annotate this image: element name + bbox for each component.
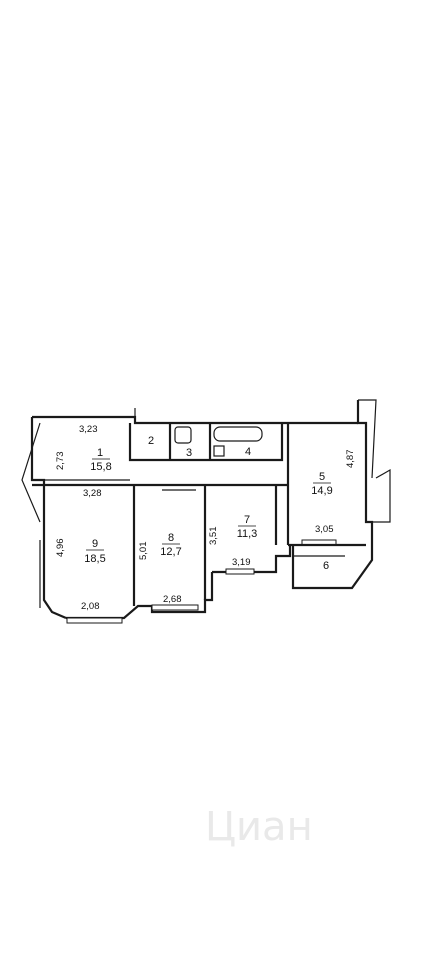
room-7-number: 7: [244, 514, 250, 526]
room-9-number: 9: [92, 538, 98, 550]
wall-wc-block: [128, 423, 284, 462]
room-5-area: 14,9: [311, 485, 332, 497]
watermark-text: Циан: [205, 804, 313, 850]
dim-4-87: 4,87: [345, 450, 356, 469]
room-8-number: 8: [168, 532, 174, 544]
dim-5-01: 5,01: [138, 542, 149, 561]
room-4-number: 4: [245, 446, 251, 458]
bay-room-9: [66, 572, 214, 620]
room-1-area: 15,8: [90, 461, 111, 473]
window-room-9: [66, 617, 123, 624]
room-8-area: 12,7: [160, 546, 181, 558]
left-facade: [21, 422, 41, 608]
dim-3-23: 3,23: [79, 424, 98, 435]
dim-3-05: 3,05: [315, 524, 334, 535]
dim-3-28: 3,28: [83, 488, 102, 499]
room-3-number: 3: [186, 447, 192, 459]
room-9-area: 18,5: [84, 553, 105, 565]
room-1-number: 1: [97, 447, 103, 459]
dim-3-51: 3,51: [208, 527, 219, 546]
room-7-area: 11,3: [237, 528, 258, 540]
dim-2-73: 2,73: [55, 452, 66, 471]
room-5-number: 5: [319, 471, 325, 483]
dim-2-08: 2,08: [81, 601, 100, 612]
outer-wall-top: [32, 415, 358, 425]
dim-3-19: 3,19: [232, 557, 251, 568]
bathtub-icon: [213, 426, 263, 442]
right-facade: [358, 399, 391, 523]
outer-wall-left: [30, 417, 67, 620]
room-2-number: 2: [148, 435, 154, 447]
outer-wall-room-7: [212, 545, 292, 574]
window-room-8: [151, 604, 199, 611]
window-room-7: [225, 568, 255, 575]
room-6-number: 6: [323, 560, 329, 572]
toilet-icon: [174, 426, 192, 444]
dim-4-96: 4,96: [55, 539, 66, 558]
dim-2-68: 2,68: [163, 594, 182, 605]
sink-icon: [213, 445, 225, 457]
